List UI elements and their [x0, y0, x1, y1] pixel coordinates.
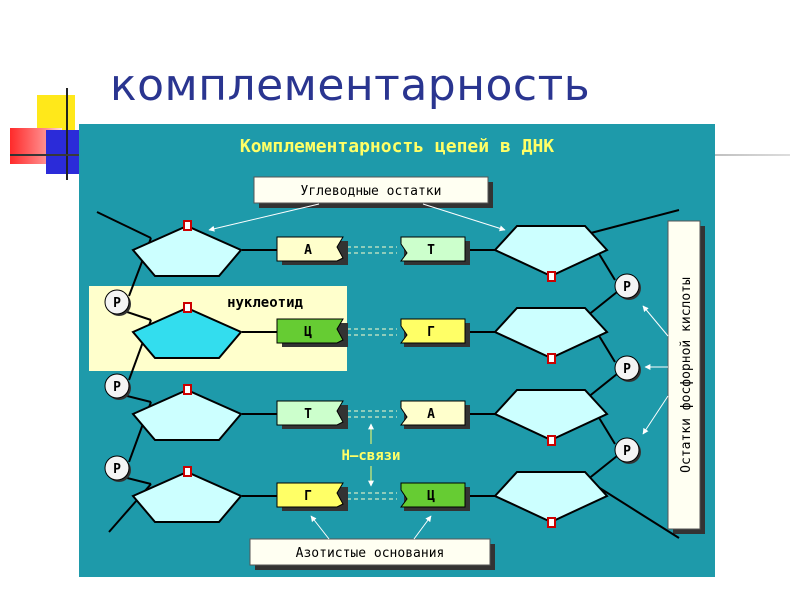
right-sugar-marker [548, 354, 555, 363]
phosphate-residues-callout: Остатки фосфорной кислоты [668, 221, 705, 534]
left-base-letter: Т [304, 407, 312, 422]
phosphate-letter: Р [113, 380, 121, 395]
phosphate-letter: Р [623, 362, 631, 377]
nitrogen-bases-callout: Азотистые основания [250, 539, 495, 570]
right-sugar-marker [548, 436, 555, 445]
right-base-letter: Г [427, 325, 435, 340]
h-bonds-label: Н–связи [341, 448, 400, 464]
phosphate-letter: Р [113, 296, 121, 311]
deco-vertical-line [66, 88, 68, 180]
sugar-residues-callout: Углеводные остатки [254, 177, 493, 208]
diagram-heading: Комплементарность цепей в ДНК [240, 136, 554, 157]
page-title: комплементарность [110, 60, 590, 111]
left-base-letter: Ц [304, 325, 312, 340]
phosphate-residues-label: Остатки фосфорной кислоты [679, 277, 694, 473]
left-sugar-marker [184, 385, 191, 394]
left-sugar-marker [184, 303, 191, 312]
phosphate-letter: Р [623, 280, 631, 295]
right-sugar-marker [548, 518, 555, 527]
right-base-letter: Т [427, 243, 435, 258]
nucleotide-label: нуклеотид [227, 295, 303, 311]
sugar-residues-label: Углеводные остатки [301, 184, 442, 199]
right-sugar-marker [548, 272, 555, 281]
phosphate-letter: Р [623, 444, 631, 459]
nitrogen-bases-label: Азотистые основания [296, 546, 445, 561]
left-sugar-marker [184, 221, 191, 230]
left-sugar-marker [184, 467, 191, 476]
left-base-letter: Г [304, 489, 312, 504]
deco-blue-square [46, 130, 80, 174]
right-base-letter: А [427, 407, 435, 422]
left-base-letter: А [304, 243, 312, 258]
right-base-letter: Ц [427, 489, 435, 504]
phosphate-letter: Р [113, 462, 121, 477]
dna-complementarity-diagram: Комплементарность цепей в ДНК нуклеотид … [79, 124, 715, 577]
